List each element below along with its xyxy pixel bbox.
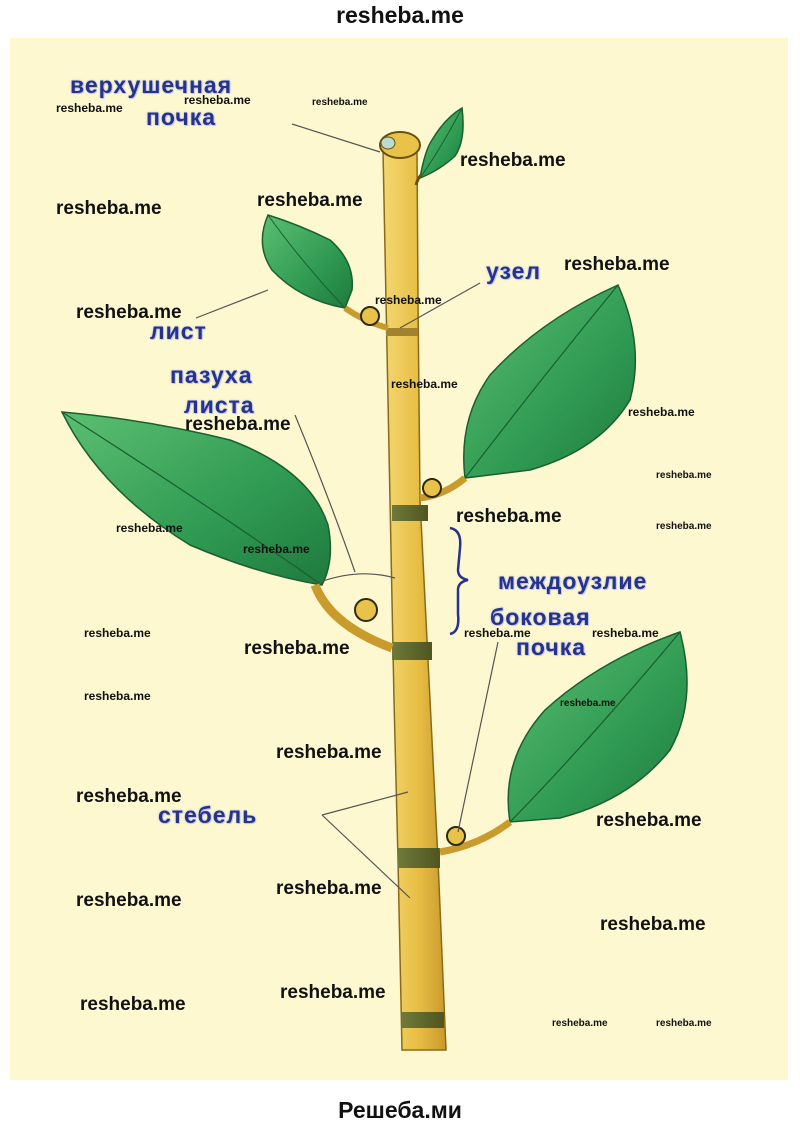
site-footer: Решеба.ми — [338, 1097, 462, 1123]
watermark: resheba.me — [84, 626, 151, 640]
label-lateral-bud-1: боковая — [490, 604, 591, 630]
watermark: resheba.me — [56, 198, 162, 219]
watermark: resheba.me — [276, 742, 382, 763]
label-internode: междоузлие — [498, 568, 648, 594]
watermark: resheba.me — [596, 810, 702, 831]
watermark: resheba.me — [84, 689, 151, 703]
watermark: resheba.me — [375, 293, 442, 307]
site-header: resheba.me — [336, 2, 464, 28]
watermark: resheba.me — [116, 521, 183, 535]
watermark: resheba.me — [600, 914, 706, 935]
watermark: resheba.me — [628, 405, 695, 419]
watermark: resheba.me — [656, 470, 712, 481]
watermark: resheba.me — [656, 521, 712, 532]
watermark: resheba.me — [56, 101, 123, 115]
watermark: resheba.me — [391, 377, 458, 391]
watermark: resheba.me — [312, 97, 368, 108]
internode-brace — [449, 526, 469, 636]
node-band — [392, 505, 428, 521]
label-leaf-axil-2: листа — [184, 392, 255, 418]
watermark: resheba.me — [276, 878, 382, 899]
label-lateral-bud-2: почка — [516, 634, 587, 660]
watermark: resheba.me — [460, 150, 566, 171]
node-band — [392, 642, 432, 660]
watermark: resheba.me — [243, 542, 310, 556]
watermark: resheba.me — [185, 414, 291, 435]
label-apical-bud-1: верхушечная — [70, 72, 233, 98]
watermark: resheba.me — [80, 994, 186, 1015]
watermark: resheba.me — [257, 190, 363, 211]
watermark: resheba.me — [76, 302, 182, 323]
upper-right-leaf — [462, 284, 637, 479]
stem — [382, 149, 447, 1051]
node-band — [386, 328, 418, 336]
watermark: resheba.me — [184, 93, 251, 107]
label-apical-bud-2: почка — [146, 104, 217, 130]
watermark: resheba.me — [464, 626, 531, 640]
watermark: resheba.me — [456, 506, 562, 527]
label-leaf-axil-1: пазуха — [170, 362, 253, 388]
upper-left-leaf — [261, 214, 354, 309]
watermark: resheba.me — [592, 626, 659, 640]
watermark: resheba.me — [552, 1018, 608, 1029]
watermark: resheba.me — [244, 638, 350, 659]
watermark: resheba.me — [564, 254, 670, 275]
watermark: resheba.me — [560, 698, 616, 709]
node-band — [402, 1012, 444, 1028]
label-node: узел — [486, 258, 542, 284]
node-band — [398, 848, 440, 868]
label-stem: стебель — [158, 802, 258, 828]
label-leaf: лист — [150, 318, 207, 344]
watermark: resheba.me — [656, 1018, 712, 1029]
watermark: resheba.me — [76, 890, 182, 911]
watermark: resheba.me — [76, 786, 182, 807]
watermark: resheba.me — [280, 982, 386, 1003]
